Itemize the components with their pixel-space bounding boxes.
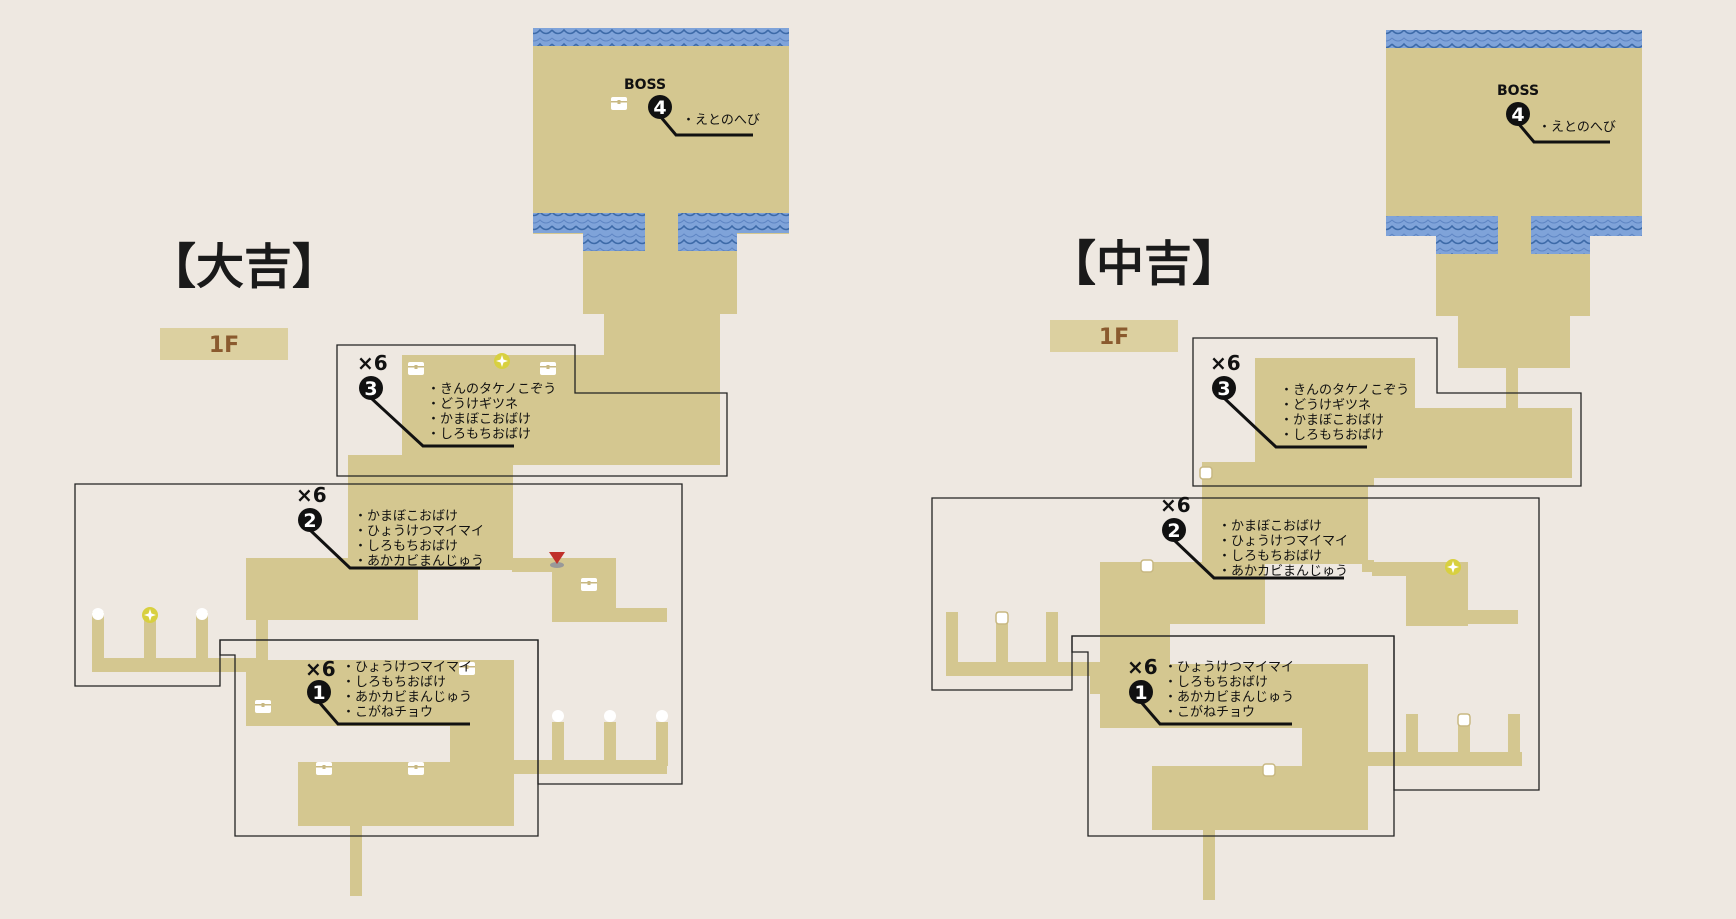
sparkle-icon (1445, 559, 1461, 575)
svg-text:・こがねチョウ: ・こがねチョウ (1164, 705, 1255, 720)
water-left (533, 213, 645, 233)
svg-text:2: 2 (303, 510, 316, 532)
treasure-chest-icon (459, 662, 475, 675)
zone-4-marker: BOSS 4 ・えとのへび (1497, 83, 1616, 144)
floor-badge (1050, 320, 1178, 352)
svg-text:・こがねチョウ: ・こがねチョウ (342, 705, 433, 720)
svg-text:・ひょうけつマイマイ: ・ひょうけつマイマイ (1218, 534, 1348, 549)
treasure-chest-icon (581, 578, 597, 591)
water-top (533, 28, 789, 46)
floor-label: 1F (209, 333, 239, 358)
svg-text:・えとのへび: ・えとのへび (1538, 120, 1616, 135)
svg-text:・しろもちおばけ: ・しろもちおばけ (427, 427, 531, 442)
svg-text:×6: ×6 (296, 483, 327, 507)
svg-text:・ひょうけつマイマイ: ・ひょうけつマイマイ (354, 524, 484, 539)
title: 【中吉】 (1048, 236, 1240, 292)
svg-text:・あかカビまんじゅう: ・あかカビまんじゅう (354, 554, 484, 569)
svg-text:・しろもちおばけ: ・しろもちおばけ (1280, 428, 1384, 443)
svg-text:・どうけギツネ: ・どうけギツネ (1280, 398, 1371, 413)
svg-text:・かまぼこおばけ: ・かまぼこおばけ (427, 412, 531, 427)
svg-text:×6: ×6 (305, 657, 336, 681)
svg-text:・えとのへび: ・えとのへび (682, 113, 760, 128)
water-top (1386, 30, 1642, 48)
svg-text:・しろもちおばけ: ・しろもちおばけ (1218, 549, 1322, 564)
svg-text:・しろもちおばけ: ・しろもちおばけ (354, 539, 458, 554)
key-slot-icon (995, 466, 1471, 777)
water-right (678, 213, 789, 233)
svg-text:・しろもちおばけ: ・しろもちおばけ (342, 675, 446, 690)
svg-text:3: 3 (1217, 378, 1230, 400)
zone-2-marker: ×6 2 ・かまぼこおばけ ・ひょうけつマイマイ ・しろもちおばけ ・あかカビま… (296, 483, 484, 570)
left-map: 【大吉】 1F BOSS 4 ・えとのへび ×6 3 ・きんのタケノこぞう ・ど… (74, 28, 789, 896)
floor-label: 1F (1099, 325, 1129, 350)
svg-text:・かまぼこおばけ: ・かまぼこおばけ (1218, 519, 1322, 534)
title: 【大吉】 (148, 239, 340, 295)
water-left (1386, 216, 1498, 236)
sparkle-icon (494, 353, 510, 369)
boss-room (1386, 30, 1642, 236)
treasure-chest-icon (255, 700, 271, 713)
svg-text:4: 4 (653, 97, 666, 119)
svg-text:3: 3 (364, 378, 377, 400)
zone-3-marker: ×6 3 ・きんのタケノこぞう ・どうけギツネ ・かまぼこおばけ ・しろもちおば… (1210, 351, 1409, 449)
svg-text:・きんのタケノこぞう: ・きんのタケノこぞう (427, 382, 556, 397)
water-right (1531, 216, 1642, 236)
svg-text:・かまぼこおばけ: ・かまぼこおばけ (1280, 413, 1384, 428)
svg-text:・あかカビまんじゅう: ・あかカビまんじゅう (1164, 690, 1294, 705)
boss-room (533, 28, 789, 234)
right-zone-borders (931, 337, 1582, 837)
svg-text:・ひょうけつマイマイ: ・ひょうけつマイマイ (342, 660, 472, 675)
svg-text:×6: ×6 (1127, 655, 1158, 679)
start-marker-icon (549, 552, 565, 568)
svg-text:・しろもちおばけ: ・しろもちおばけ (1164, 675, 1268, 690)
zone-1-marker: ×6 1 ・ひょうけつマイマイ ・しろもちおばけ ・あかカビまんじゅう ・こがね… (305, 657, 472, 726)
svg-text:×6: ×6 (1210, 351, 1241, 375)
svg-text:2: 2 (1167, 520, 1180, 542)
svg-text:・あかカビまんじゅう: ・あかカビまんじゅう (1218, 564, 1348, 579)
treasure-chest-icon (611, 97, 627, 110)
key-slot-icon (92, 608, 668, 722)
boss-label: BOSS (624, 77, 666, 93)
svg-text:×6: ×6 (357, 351, 388, 375)
left-zone-borders (74, 344, 728, 837)
svg-text:・あかカビまんじゅう: ・あかカビまんじゅう (342, 690, 472, 705)
svg-text:1: 1 (312, 682, 325, 704)
zone-1-marker: ×6 1 ・ひょうけつマイマイ ・しろもちおばけ ・あかカビまんじゅう ・こがね… (1127, 655, 1294, 726)
right-map: 【中吉】 1F BOSS 4 ・えとのへび ×6 3 ・きんのタケノこぞう ・ど… (931, 30, 1642, 900)
treasure-chest-icon (316, 762, 332, 775)
svg-text:4: 4 (1511, 104, 1524, 126)
sparkle-icon (142, 607, 158, 623)
svg-text:・かまぼこおばけ: ・かまぼこおばけ (354, 509, 458, 524)
treasure-chest-icon (540, 362, 556, 375)
boss-label: BOSS (1497, 83, 1539, 99)
left-chests (92, 97, 668, 775)
right-floor-areas (946, 30, 1642, 900)
zone-3-marker: ×6 3 ・きんのタケノこぞう ・どうけギツネ ・かまぼこおばけ ・しろもちおば… (357, 351, 556, 448)
svg-text:・きんのタケノこぞう: ・きんのタケノこぞう (1280, 383, 1409, 398)
floor-badge (160, 328, 288, 360)
svg-text:・ひょうけつマイマイ: ・ひょうけつマイマイ (1164, 660, 1294, 675)
zone-4-marker: BOSS 4 ・えとのへび (624, 77, 760, 137)
svg-text:1: 1 (1134, 682, 1147, 704)
svg-text:・どうけギツネ: ・どうけギツネ (427, 397, 518, 412)
treasure-chest-icon (408, 762, 424, 775)
zone-2-marker: ×6 2 ・かまぼこおばけ ・ひょうけつマイマイ ・しろもちおばけ ・あかカビま… (1160, 493, 1348, 580)
left-floor-areas (92, 28, 789, 896)
svg-text:×6: ×6 (1160, 493, 1191, 517)
treasure-chest-icon (408, 362, 424, 375)
